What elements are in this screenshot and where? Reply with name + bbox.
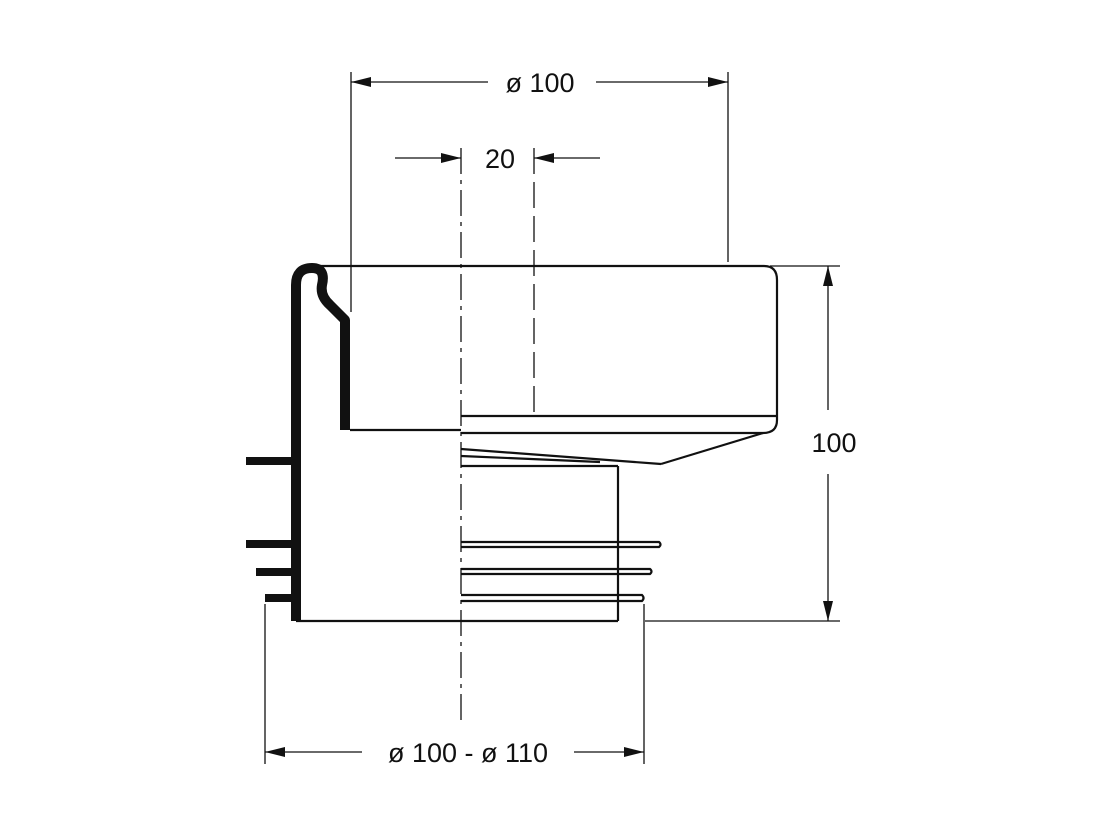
dim-offset-label: 20	[485, 144, 515, 174]
sealing-ring	[461, 567, 653, 576]
centerlines	[460, 148, 535, 720]
dimension-height: 100	[645, 265, 857, 622]
dim-height-label: 100	[811, 428, 856, 458]
part-outline	[246, 263, 779, 623]
dimension-offset: 20	[395, 144, 600, 174]
outer-fins	[246, 457, 296, 602]
dimension-top-diameter: ø 100	[350, 68, 729, 312]
dim-bottom-diameter-label: ø 100 - ø 110	[388, 738, 548, 768]
sealing-ring	[461, 593, 645, 603]
sealing-ring	[461, 540, 662, 549]
dimension-bottom-diameter: ø 100 - ø 110	[264, 604, 645, 768]
dim-top-diameter-label: ø 100	[505, 68, 574, 98]
